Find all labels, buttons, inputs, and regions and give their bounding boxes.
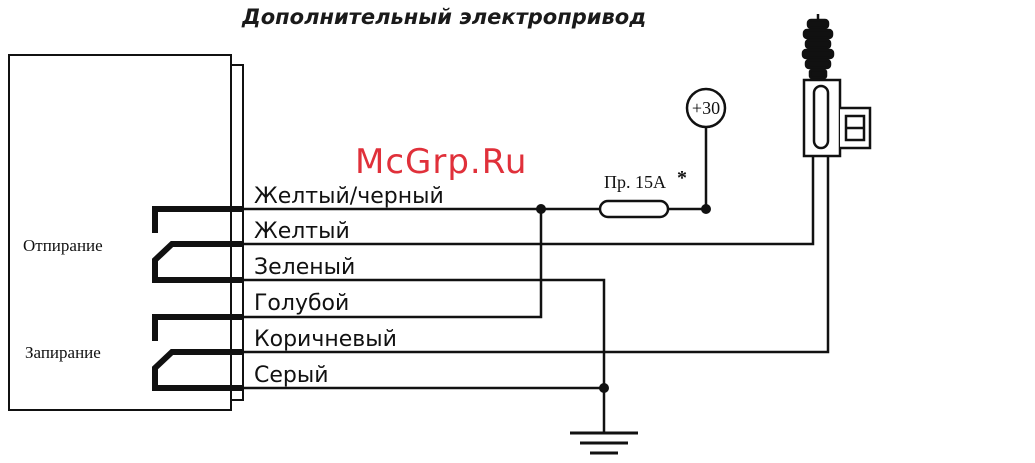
wire-label-yellow: Желтый bbox=[254, 219, 350, 244]
wire-label-green: Зеленый bbox=[254, 255, 355, 280]
wire-label-yellow-black: Желтый/черный bbox=[254, 184, 444, 209]
fuse-label: Пр. 15А bbox=[604, 172, 666, 192]
watermark-logo: McGrp.Ru bbox=[355, 142, 527, 182]
power-terminal-label: +30 bbox=[692, 98, 720, 118]
fuse bbox=[598, 199, 670, 219]
actuator-icon bbox=[801, 14, 872, 158]
wires bbox=[243, 127, 830, 433]
power-terminal bbox=[685, 87, 727, 129]
wire-labels: Желтый/черный Желтый Зеленый Голубой Кор… bbox=[254, 184, 444, 388]
junction-dot bbox=[599, 383, 609, 393]
control-unit bbox=[8, 54, 244, 411]
wire-label-blue: Голубой bbox=[254, 291, 349, 316]
diagram-title: Дополнительный электропривод bbox=[241, 5, 646, 29]
junctions bbox=[536, 204, 711, 393]
relay-contacts-lock bbox=[152, 314, 243, 391]
junction-dot bbox=[701, 204, 711, 214]
relay-label-lock: Запирание bbox=[25, 343, 101, 362]
relay-label-unlock: Отпирание bbox=[23, 236, 103, 255]
relay-contacts-unlock bbox=[152, 206, 243, 283]
wire-label-grey: Серый bbox=[254, 363, 329, 388]
ground-icon bbox=[570, 431, 638, 455]
junction-dot bbox=[536, 204, 546, 214]
wire-label-brown: Коричневый bbox=[254, 327, 397, 352]
fuse-asterisk: * bbox=[677, 167, 687, 189]
